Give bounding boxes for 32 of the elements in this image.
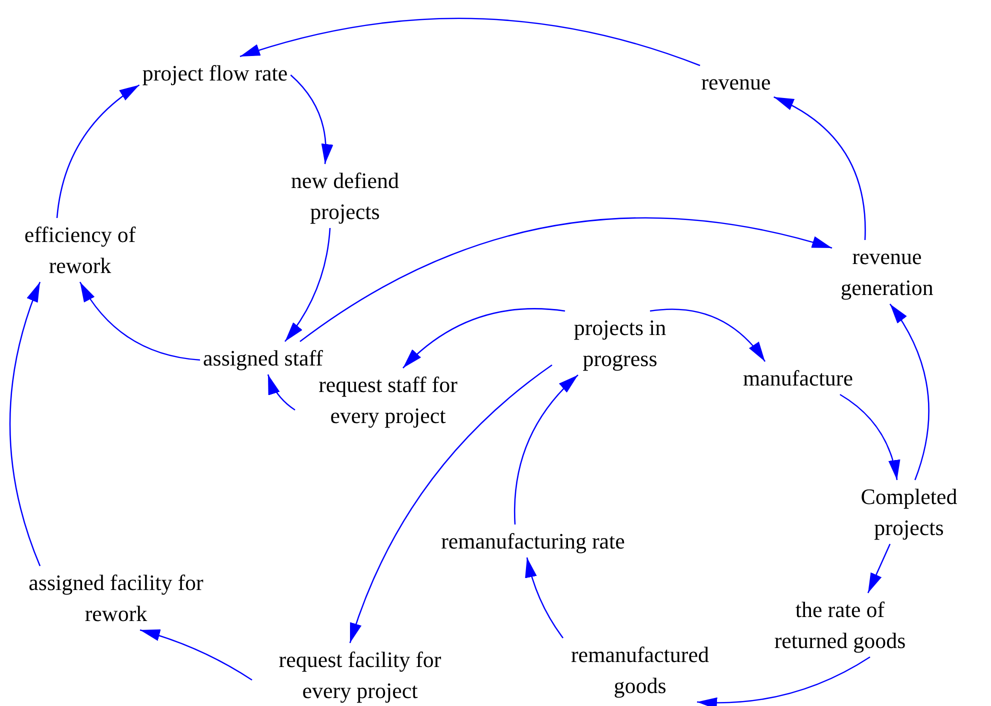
causal-arrow [774,96,866,240]
causal-arrow [240,18,700,66]
causal-arrow [650,308,766,362]
variable-label: Completed projects [860,481,958,543]
variable-label: new defiend projects [270,165,420,227]
variable-label: manufacture [743,362,853,394]
causal-arrow [284,228,331,342]
variable-label: project flow rate [142,58,288,88]
variable-label: revenue [701,66,771,98]
causal-arrow [9,282,41,566]
variable-label: assigned facility for rework [6,567,226,629]
variable-label: revenue generation [835,241,939,303]
variable-label: projects in progress [555,312,685,374]
causal-arrow [840,394,900,480]
causal-arrow [696,656,870,706]
variable-label: remanufacturing rate [441,526,625,556]
causal-arrow [889,304,930,480]
causal-arrow [290,74,333,164]
causal-arrow [525,557,564,638]
causal-arrow [514,374,578,525]
variable-label: the rate of returned goods [764,594,916,656]
causal-arrow [140,629,252,681]
causal-arrow [402,308,566,368]
variable-label: request facility for every project [255,644,465,706]
causal-arrow [867,544,891,594]
causal-arrow [79,282,200,361]
causal-arrow [267,374,296,411]
causal-arrow [349,364,552,644]
causal-arrow [300,217,832,342]
variable-label: efficiency of rework [5,219,155,281]
variable-label: remanufactured goods [550,639,730,701]
causal-arrow [56,84,140,218]
